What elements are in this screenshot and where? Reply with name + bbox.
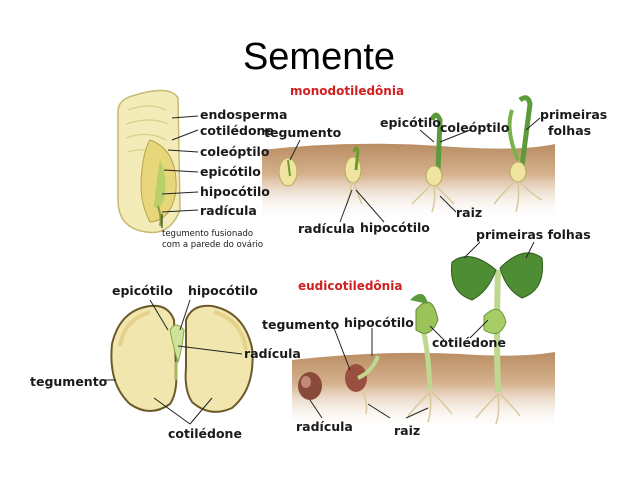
label-hipocotilo-eudi: hipocótilo — [188, 283, 258, 298]
mono-stage-2 — [344, 146, 363, 207]
label-primeiras-1: primeiras — [540, 107, 608, 122]
label-tegumento-eudi-right: tegumento — [262, 317, 340, 332]
bean-seed — [110, 304, 254, 413]
label-radicula-eudi-bottom: radícula — [296, 419, 353, 434]
mono-stage-4 — [493, 95, 543, 213]
eudi-stage-3 — [407, 293, 453, 423]
soil-band-mono — [262, 143, 555, 220]
label-hipocotilo-eudi-right: hipocótilo — [344, 315, 414, 330]
label-primeiras-folhas: primeiras folhas — [476, 227, 591, 242]
label-hipocotilo-mono-bottom: hipocótilo — [360, 220, 430, 235]
label-primeiras-2: folhas — [548, 123, 592, 138]
mono-heading: monodotiledônia — [290, 84, 405, 98]
label-cotiledone-mono: cotilédone — [200, 123, 274, 138]
label-tegumento-mono: tegumento — [264, 125, 342, 140]
label-endosperma: endosperma — [200, 107, 288, 122]
label-radicula-eudi: radícula — [244, 346, 301, 361]
corn-kernel — [117, 89, 181, 234]
eudi-stage-2 — [345, 355, 380, 415]
label-raiz-eudi: raiz — [394, 423, 421, 438]
eudi-stage-1 — [298, 372, 322, 400]
label-epicotilo-mono-top: epicótilo — [380, 115, 441, 130]
page-title: Semente — [242, 36, 396, 78]
label-tegumento-eudi: tegumento — [30, 374, 108, 389]
label-epicotilo-eudi: epicótilo — [112, 283, 173, 298]
label-epicotilo-mono: epicótilo — [200, 164, 261, 179]
mono-stage-1 — [278, 157, 298, 187]
label-cotiledone-eudi-right: cotilédone — [432, 335, 506, 350]
eudi-heading: eudicotiledônia — [298, 279, 403, 293]
mono-stage-3 — [411, 112, 455, 213]
eudi-leaders — [104, 241, 535, 425]
mono-leaders — [161, 115, 541, 228]
label-coleoptilo-mono: coleóptilo — [200, 144, 270, 159]
label-coleoptilo-mono-top: coleóptilo — [440, 120, 510, 135]
label-tegumento-fusionado-2: com a parede do ovário — [162, 240, 264, 250]
label-radicula-mono: radícula — [200, 203, 257, 218]
label-hipocotilo-mono: hipocótilo — [200, 184, 270, 199]
eudi-stage-4 — [450, 252, 544, 425]
label-radicula-mono-bottom: radícula — [298, 221, 355, 236]
label-raiz-mono: raiz — [456, 205, 483, 220]
label-tegumento-fusionado-1: tegumento fusionado — [162, 229, 254, 239]
label-cotiledone-eudi: cotilédone — [168, 426, 242, 441]
